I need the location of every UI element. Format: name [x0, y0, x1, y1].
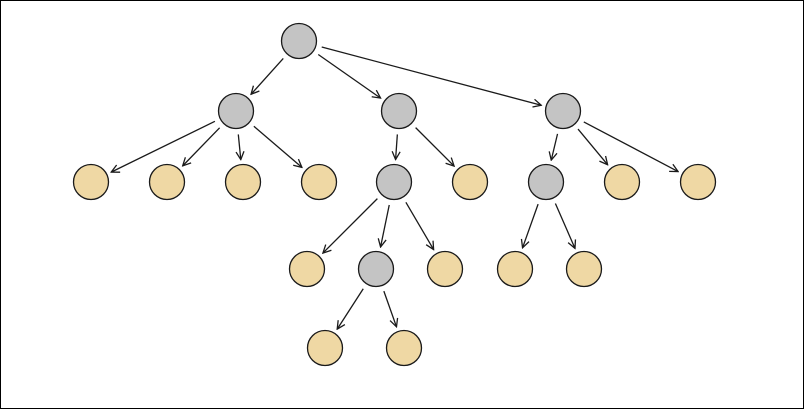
edge-a-to-a4 — [253, 125, 302, 167]
leaf-node-c2 — [603, 163, 641, 201]
edge-c-to-c1 — [551, 133, 559, 160]
edge-b-to-b2 — [415, 127, 454, 166]
internal-node-b — [380, 92, 418, 130]
internal-node-b1b — [357, 250, 395, 288]
leaf-node-a2 — [148, 163, 186, 201]
edge-c-to-c3 — [583, 121, 678, 172]
internal-node-root — [280, 22, 318, 60]
edge-b-to-b1 — [396, 134, 398, 159]
edge-c1-to-c1a — [523, 203, 539, 248]
edge-c-to-c2 — [577, 128, 608, 165]
edge-root-to-a — [251, 58, 284, 94]
edge-a-to-a1 — [111, 120, 216, 172]
leaf-node-b1b2 — [385, 329, 423, 367]
edge-b1-to-b1a — [323, 198, 378, 253]
internal-node-c1 — [527, 163, 565, 201]
leaf-node-c1a — [496, 250, 534, 288]
leaf-node-a1 — [72, 163, 110, 201]
leaf-node-c3 — [679, 163, 717, 201]
internal-node-a — [217, 92, 255, 130]
internal-node-c — [544, 92, 582, 130]
edge-a-to-a2 — [183, 127, 221, 166]
leaf-node-b1b1 — [306, 329, 344, 367]
edge-root-to-b — [317, 53, 380, 98]
leaf-node-a4 — [300, 163, 338, 201]
edge-c1-to-c1b — [554, 203, 575, 249]
edge-a-to-a3 — [238, 134, 240, 159]
edge-b1-to-b1b — [381, 204, 390, 247]
internal-node-b1 — [375, 163, 413, 201]
edge-root-to-c — [321, 46, 542, 105]
leaf-node-b2 — [451, 163, 489, 201]
nodes-layer — [72, 22, 717, 367]
edge-b1b-to-b1b2 — [383, 290, 397, 327]
edges-layer — [111, 46, 678, 329]
leaf-node-b1a — [288, 250, 326, 288]
leaf-node-c1b — [565, 250, 603, 288]
leaf-node-a3 — [224, 163, 262, 201]
edge-b1-to-b1c — [405, 201, 434, 249]
edge-b1b-to-b1b1 — [337, 288, 364, 329]
leaf-node-b1c — [426, 250, 464, 288]
